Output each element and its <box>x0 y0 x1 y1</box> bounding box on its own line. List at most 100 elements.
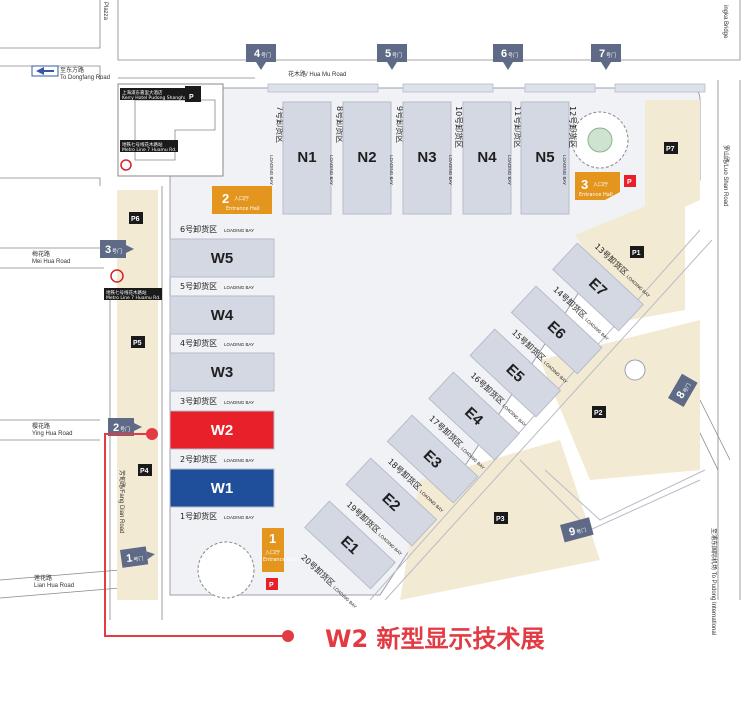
svg-text:号门: 号门 <box>392 52 402 59</box>
gate-9[interactable]: 9 号门 <box>560 517 594 543</box>
bay-label-en: LOADING BAY <box>224 515 254 520</box>
hall-w1[interactable]: W1 <box>169 468 275 508</box>
road-plaza: Plazza <box>102 2 108 21</box>
svg-text:P4: P4 <box>140 468 149 475</box>
hall-e1[interactable]: E1 <box>304 500 396 590</box>
north-strip <box>267 83 706 93</box>
parking-red-2: P <box>266 578 278 590</box>
parking-p2: P2 <box>592 406 606 418</box>
svg-text:1: 1 <box>269 531 276 546</box>
svg-text:号门: 号门 <box>112 248 122 255</box>
hall-n5[interactable]: N5 <box>520 101 570 215</box>
entrance-hall-3[interactable]: 3 入口厅 Entrance Hall <box>575 172 620 200</box>
bay-label-en: LOADING BAY <box>329 155 334 185</box>
hall-n2[interactable]: N2 <box>342 101 392 215</box>
hall-w3[interactable]: W3 <box>169 352 275 392</box>
parking-p7: P7 <box>664 142 678 154</box>
svg-text:P2: P2 <box>594 410 603 417</box>
road-pudong: 至浦东国际机场 To Pudong International <box>710 528 718 635</box>
svg-text:Entrance Hall: Entrance Hall <box>579 192 613 198</box>
svg-text:号门: 号门 <box>508 52 518 59</box>
bay-label-cn: 12号卸货区 <box>568 106 578 148</box>
bay-label-cn: 1号卸货区 <box>180 511 217 521</box>
gate-5[interactable]: 5 号门 <box>377 44 407 70</box>
parking-p3: P3 <box>494 512 508 524</box>
metro-west-icon <box>110 269 124 283</box>
bay-label-en: LOADING BAY <box>224 458 254 463</box>
arrow-left-icon <box>36 67 54 75</box>
bay-label-cn: 2号卸货区 <box>180 454 217 464</box>
svg-text:号门: 号门 <box>133 555 144 563</box>
svg-text:P3: P3 <box>496 516 505 523</box>
gate-7[interactable]: 7 号门 <box>591 44 621 70</box>
entrance-hall-1[interactable]: 1 入口厅 Entrance Hall <box>262 528 297 572</box>
road-yinghua-en: Ying Hua Road <box>32 431 72 437</box>
entrance-hall-2[interactable]: 2 入口厅 Entrance Hall <box>212 186 272 214</box>
road-meihua-cn: 梅花路 <box>32 250 50 258</box>
svg-text:3: 3 <box>105 244 111 256</box>
svg-text:4: 4 <box>254 48 261 60</box>
metro-north-cn: 地铁七号线花木路站 <box>122 141 163 148</box>
parking-red-1: P <box>624 175 636 187</box>
hall-n3[interactable]: N3 <box>402 101 452 215</box>
bay-label-en: LOADING BAY <box>224 400 254 405</box>
hall-e4[interactable]: E4 <box>428 371 520 461</box>
hall-w2[interactable]: W2 <box>169 410 275 450</box>
gate-6[interactable]: 6 号门 <box>493 44 523 70</box>
svg-text:Entrance Hall: Entrance Hall <box>226 206 260 212</box>
parking-p4: P4 <box>138 464 152 476</box>
hall-n4[interactable]: N4 <box>462 101 512 215</box>
gate-1[interactable]: 1 号门 <box>120 545 156 568</box>
w2-legend-label: W2 新型显示技术展 <box>325 625 545 653</box>
svg-text:入口厅: 入口厅 <box>265 550 280 556</box>
hall-w4[interactable]: W4 <box>169 295 275 335</box>
hall-e5[interactable]: E5 <box>469 328 562 418</box>
hall-n1[interactable]: N1 <box>282 101 332 215</box>
gate-4[interactable]: 4 号门 <box>246 44 276 70</box>
road-luoshan: 罗山路/Luo Shan Road <box>722 145 730 206</box>
svg-text:3: 3 <box>581 177 588 192</box>
gate-8[interactable]: 8 号门 <box>668 373 698 407</box>
hall-e3[interactable]: E3 <box>386 414 479 504</box>
svg-text:入口厅: 入口厅 <box>593 182 608 188</box>
hall-label: W5 <box>211 250 234 267</box>
road-lianhua-en: Lian Hua Road <box>34 583 74 589</box>
road-fangdian: 芳甸路/Fang Dian Road <box>118 470 126 533</box>
svg-text:P: P <box>269 582 274 589</box>
road-meihua-en: Mei Hua Road <box>32 259 70 265</box>
road-dongfang-en: To Dongfang Road <box>60 75 110 81</box>
svg-text:P6: P6 <box>131 216 140 223</box>
road-dongfang-cn: 至东方路 <box>60 66 84 74</box>
bay-label-en: LOADING BAY <box>224 342 254 347</box>
bay-label-cn: 9号卸货区 <box>395 106 405 143</box>
street-grid <box>0 0 741 620</box>
svg-text:号门: 号门 <box>606 52 616 59</box>
hall-label: N1 <box>297 149 316 166</box>
hotel-parking-icon: P <box>189 94 194 101</box>
hall-e6[interactable]: E6 <box>510 285 603 375</box>
hotel-block: 上海浦东嘉里大酒店 Kerry Hotel Pudong Shanghai P … <box>117 83 224 177</box>
hall-e2[interactable]: E2 <box>345 457 438 547</box>
bay-label-cn: 5号卸货区 <box>180 281 217 291</box>
hall-e7[interactable]: E7 <box>552 242 644 332</box>
bay-label-cn: 8号卸货区 <box>335 106 345 143</box>
road-yinghua-cn: 樱花路 <box>32 422 50 430</box>
hall-w5[interactable]: W5 <box>169 238 275 278</box>
w2-legend-dot <box>282 630 294 642</box>
hall-label: N2 <box>357 149 376 166</box>
metro-west-cn: 地铁七号线花木路站 <box>106 289 147 296</box>
gate-3[interactable]: 3 号门 <box>100 240 134 258</box>
svg-text:2: 2 <box>113 422 119 434</box>
hall-label: W3 <box>211 364 234 381</box>
road-huamu: 花木路/ Hua Mu Road <box>288 70 346 78</box>
svg-text:入口厅: 入口厅 <box>234 196 249 202</box>
north-bay-8: 8号卸货区 LOADING BAY <box>329 106 345 185</box>
svg-text:号门: 号门 <box>576 527 587 536</box>
gate-2[interactable]: 2 号门 <box>108 418 142 436</box>
svg-text:1: 1 <box>126 552 134 565</box>
